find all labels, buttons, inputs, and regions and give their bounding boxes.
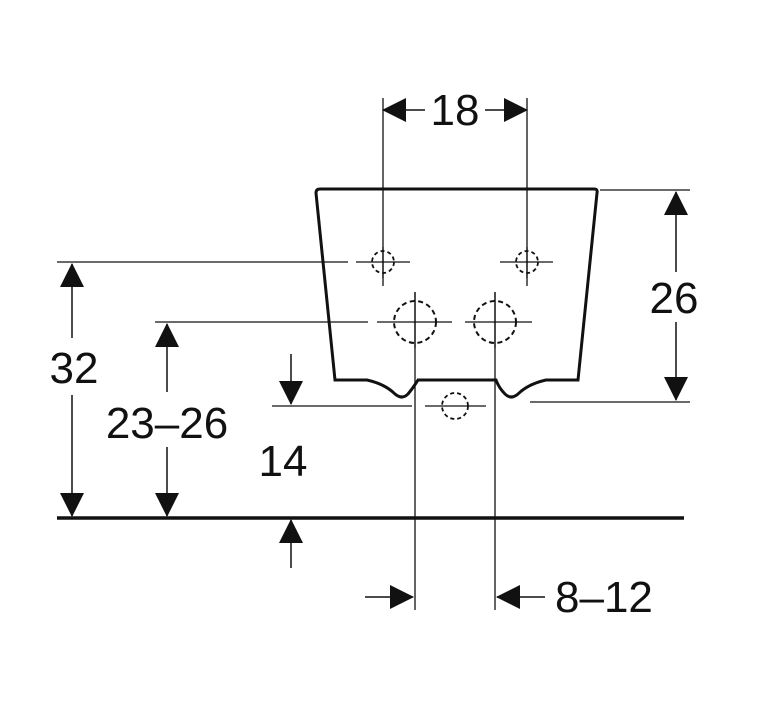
upper-hole-left-icon — [356, 247, 410, 278]
label-right-height: 26 — [650, 274, 699, 323]
label-outlet-range: 8–12 — [555, 573, 653, 622]
label-drain-height: 14 — [259, 437, 308, 486]
fixture-outline — [314, 187, 599, 399]
label-inlet-range: 23–26 — [106, 399, 228, 448]
inlet-hole-right-icon — [465, 292, 532, 348]
label-left-height: 32 — [50, 344, 99, 393]
upper-hole-right-icon — [500, 247, 553, 278]
label-top-width: 18 — [431, 86, 480, 135]
drain-hole-icon — [425, 392, 486, 420]
